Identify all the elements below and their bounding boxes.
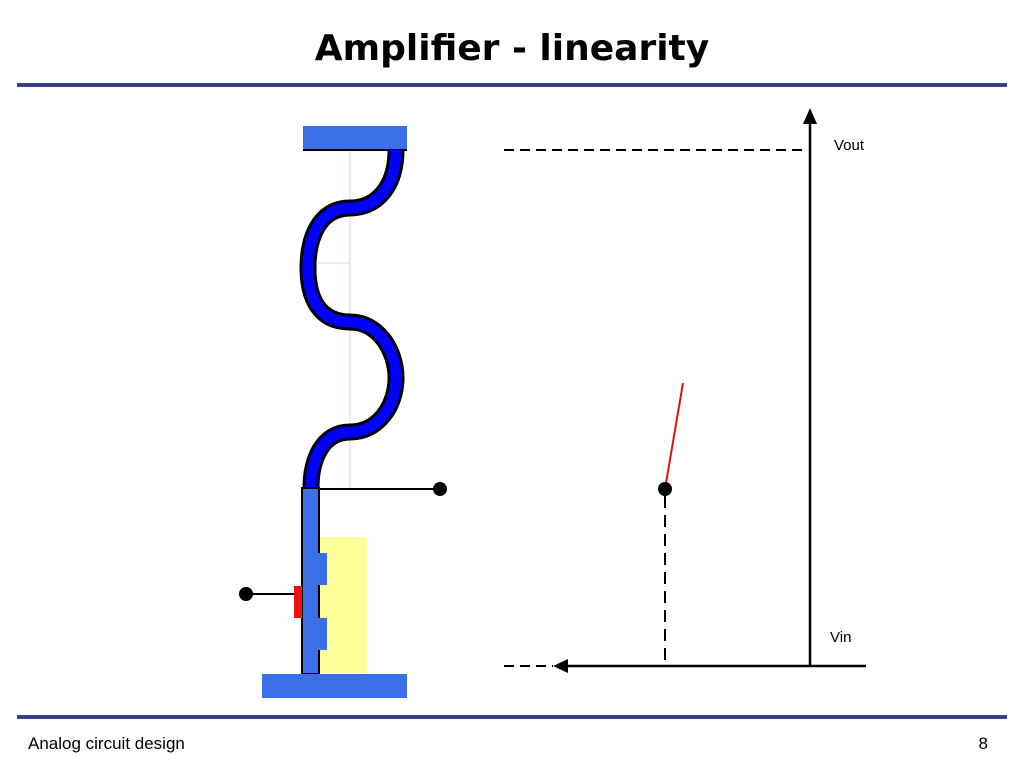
diffusion-top: [303, 553, 327, 585]
vout-axis-label: Vout: [834, 137, 865, 154]
operating-point: [658, 482, 672, 496]
vout-arrow-icon: [803, 108, 817, 124]
vin-axis-label: Vin: [830, 629, 851, 646]
top-supply-rail: [303, 126, 407, 150]
transfer-line: [664, 382, 684, 490]
diffusion-mid: [303, 587, 318, 617]
transfer-graph: Vout Vin: [504, 108, 866, 673]
output-terminal: [433, 482, 447, 496]
title-divider: [17, 83, 1007, 87]
page-number: 8: [978, 734, 988, 753]
diffusion-bottom: [303, 618, 327, 650]
slide-title: Amplifier - linearity: [314, 28, 710, 69]
gate-electrode: [294, 586, 302, 618]
footer-course-title: Analog circuit design: [28, 734, 185, 753]
vin-arrow-icon: [553, 659, 568, 673]
footer-divider: [17, 715, 1007, 719]
input-terminal: [239, 587, 253, 601]
bottom-ground-rail: [262, 674, 407, 698]
